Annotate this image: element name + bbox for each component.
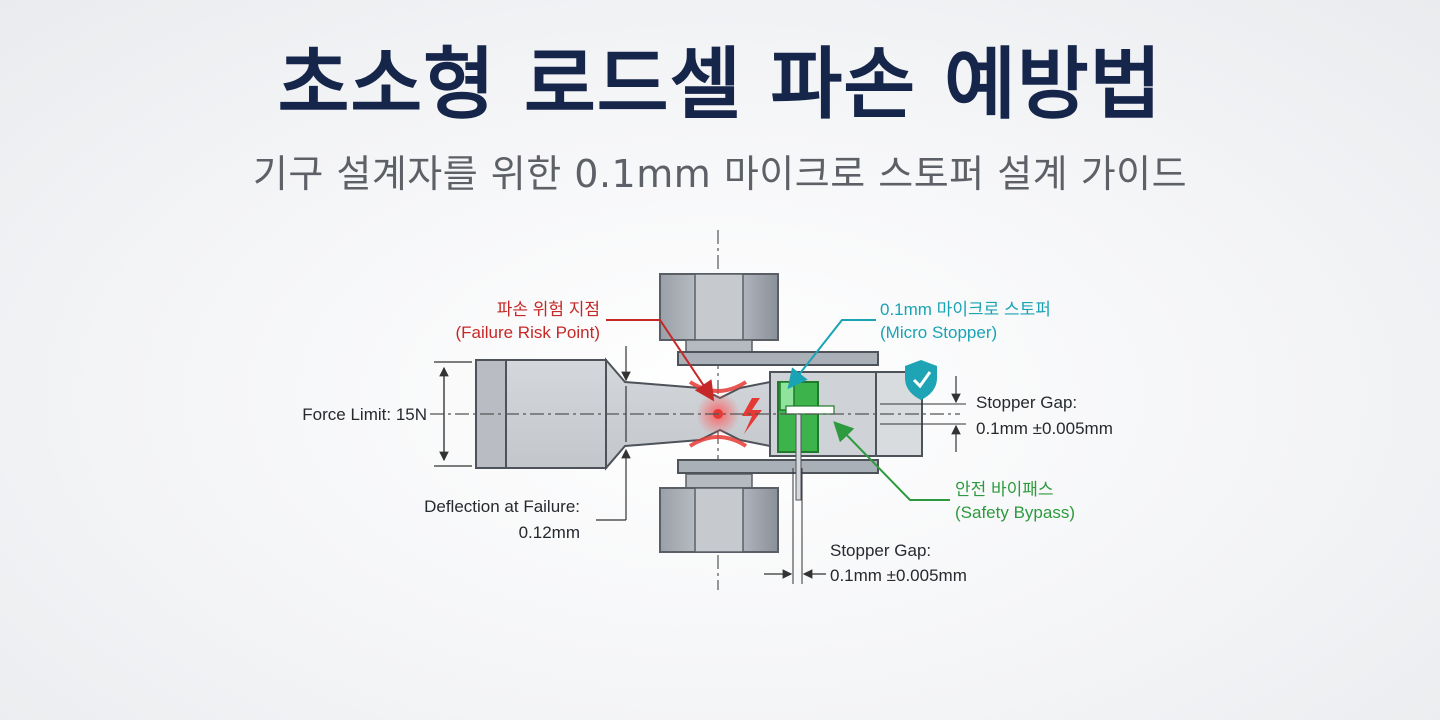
micro-stopper [777,381,835,501]
shield-icon [905,360,937,400]
stopper-label-en: (Micro Stopper) [880,323,997,342]
failure-label-ko: 파손 위험 지점 [497,300,600,319]
bypass-label-ko: 안전 바이패스 [955,480,1054,499]
top-bolt [659,273,779,357]
force-limit-dimension [434,361,472,467]
lower-plate [677,459,879,474]
failure-label-en: (Failure Risk Point) [455,323,600,342]
deflection-label-2: 0.12mm [519,523,580,542]
deflection-label-1: Deflection at Failure: [424,497,580,516]
failure-risk-zone [688,380,748,448]
stopper-leader-line [787,319,876,390]
bypass-leader-line [833,421,950,501]
force-limit-label: Force Limit: 15N [302,405,427,424]
lightning-bolt-icon [742,398,762,434]
bottom-bolt [659,473,779,553]
bottom-gap-label-1: Stopper Gap: [830,541,931,560]
failure-leader-line [606,319,715,402]
bypass-label-en: (Safety Bypass) [955,503,1075,522]
page-subtitle: 기구 설계자를 위한 0.1mm 마이크로 스토퍼 설계 가이드 [252,152,1188,196]
stopper-label-ko: 0.1mm 마이크로 스토퍼 [880,300,1051,319]
right-gap-dimension [880,376,966,452]
right-gap-label-2: 0.1mm ±0.005mm [976,419,1113,438]
deflection-dimension [596,346,631,521]
page-title: 초소형 로드셀 파손 예방법 [277,40,1163,130]
right-gap-label-1: Stopper Gap: [976,393,1077,412]
bottom-gap-dimension [764,468,826,584]
bottom-gap-label-2: 0.1mm ±0.005mm [830,566,967,585]
upper-plate [677,351,879,366]
